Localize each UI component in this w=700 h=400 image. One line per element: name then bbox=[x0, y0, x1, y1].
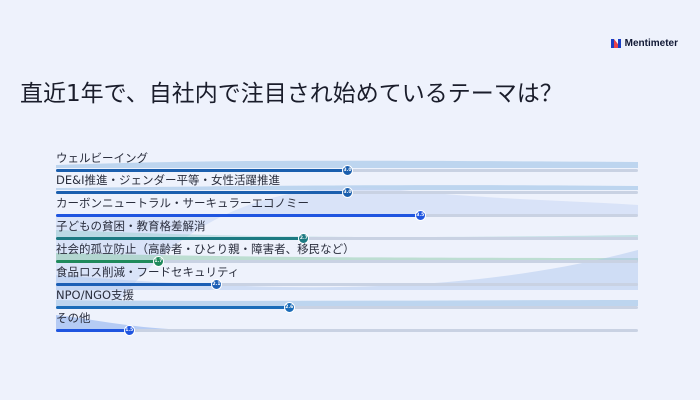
result-label: 社会的孤立防止（高齢者・ひとり親・障害者、移民など） bbox=[56, 242, 355, 256]
result-value-badge: 2.6 bbox=[283, 302, 295, 313]
result-label: DE&I推進・ジェンダー平等・女性活躍推進 bbox=[56, 173, 280, 187]
result-row: その他 1.5 bbox=[56, 311, 638, 340]
result-value-badge: 3.5 bbox=[414, 210, 426, 221]
result-track bbox=[56, 237, 638, 240]
result-row: 食品ロス削減・フードセキュリティ 2.1 bbox=[56, 265, 638, 294]
result-bar bbox=[56, 169, 347, 172]
result-label: カーボンニュートラル・サーキュラーエコノミー bbox=[56, 196, 309, 210]
result-value-badge: 3.0 bbox=[342, 187, 353, 198]
result-label: その他 bbox=[56, 311, 91, 325]
result-row: 子どもの貧困・教育格差解消 2.7 bbox=[56, 219, 638, 248]
result-row: DE&I推進・ジェンダー平等・女性活躍推進 3.0 bbox=[56, 173, 638, 202]
result-bar bbox=[56, 329, 129, 332]
result-label: 食品ロス削減・フードセキュリティ bbox=[56, 265, 240, 279]
brand-name: Mentimeter bbox=[624, 38, 678, 49]
result-label: 子どもの貧困・教育格差解消 bbox=[56, 219, 206, 233]
result-track bbox=[56, 260, 638, 263]
result-row: NPO/NGO支援 2.6 bbox=[56, 288, 638, 317]
result-row: ウェルビーイング 3.0 bbox=[56, 151, 638, 180]
result-label: NPO/NGO支援 bbox=[56, 288, 135, 302]
result-bar bbox=[56, 237, 304, 240]
result-label: ウェルビーイング bbox=[56, 151, 148, 165]
result-value-badge: 2.1 bbox=[211, 279, 223, 290]
result-bar bbox=[56, 283, 217, 286]
result-value-badge: 1.5 bbox=[123, 325, 135, 336]
result-bar bbox=[56, 191, 347, 194]
result-track bbox=[56, 329, 638, 332]
mentimeter-logo-icon bbox=[610, 39, 621, 48]
slide-title: 直近1年で、自社内で注目され始めているテーマは？ bbox=[20, 81, 563, 107]
result-value-badge: 1.7 bbox=[152, 256, 164, 267]
result-bar bbox=[56, 306, 289, 309]
result-row: カーボンニュートラル・サーキュラーエコノミー 3.5 bbox=[56, 196, 638, 225]
result-value-badge: 3.0 bbox=[342, 165, 353, 176]
result-track bbox=[56, 306, 638, 309]
result-bar bbox=[56, 214, 420, 217]
result-track bbox=[56, 283, 638, 286]
result-value-badge: 2.7 bbox=[298, 233, 310, 244]
result-row: 社会的孤立防止（高齢者・ひとり親・障害者、移民など） 1.7 bbox=[56, 242, 638, 271]
result-bar bbox=[56, 260, 158, 263]
mentimeter-logo: Mentimeter bbox=[610, 38, 678, 49]
